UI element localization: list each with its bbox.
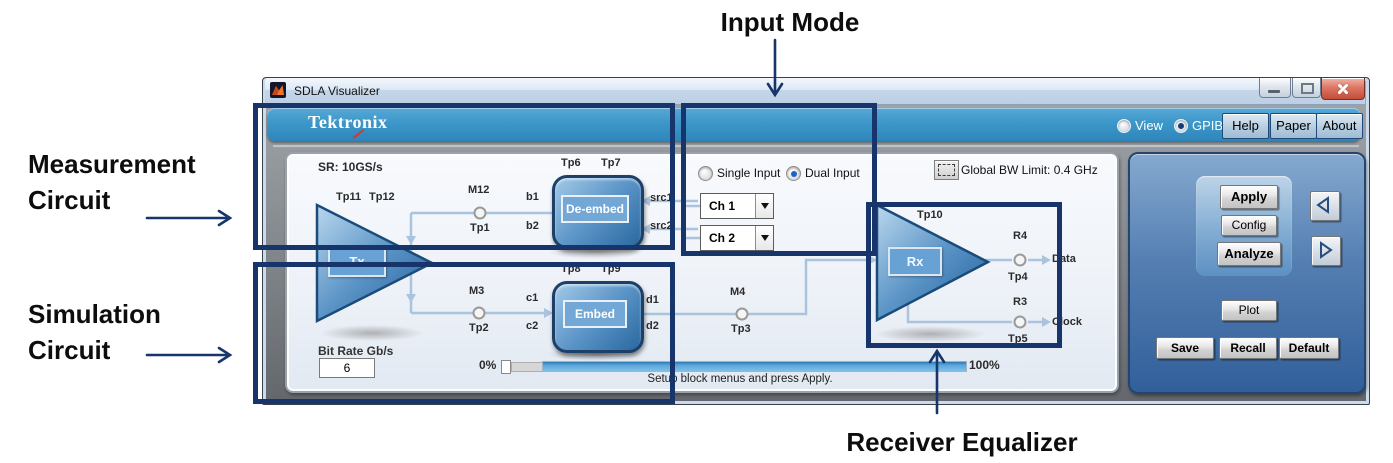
- r3-label: R3: [1013, 296, 1028, 308]
- channel1-value: Ch 1: [709, 199, 736, 213]
- b2-label: b2: [526, 220, 539, 232]
- gpib-radio-label[interactable]: GPIB: [1192, 118, 1224, 133]
- config-button[interactable]: Config: [1221, 215, 1277, 236]
- deembed-label[interactable]: De-embed: [561, 195, 629, 223]
- measurement-circuit-annotation: Measurement Circuit: [28, 149, 196, 215]
- save-button[interactable]: Save: [1156, 337, 1214, 359]
- tp10-label: Tp10: [917, 209, 943, 221]
- view-radio[interactable]: [1117, 119, 1131, 133]
- m4-label: M4: [730, 286, 746, 298]
- tp11-label: Tp11: [336, 191, 362, 203]
- clock-label: Clock: [1052, 316, 1082, 328]
- single-input-radio[interactable]: [698, 166, 713, 181]
- tp2-label: Tp2: [469, 322, 489, 334]
- dual-input-radio[interactable]: [786, 166, 801, 181]
- view-radio-label[interactable]: View: [1135, 118, 1163, 133]
- c2-label: c2: [526, 320, 539, 332]
- bit-rate-input[interactable]: [319, 358, 375, 378]
- receiver-equalizer-annotation: Receiver Equalizer: [846, 427, 1078, 457]
- tp1-label: Tp1: [470, 222, 490, 234]
- data-label: Data: [1052, 253, 1076, 265]
- d2-label: d2: [646, 320, 659, 332]
- global-bw-limit-icon[interactable]: [934, 160, 959, 180]
- progress-max-label: 100%: [969, 358, 1000, 372]
- tektronix-logo: Tektronix: [308, 112, 388, 132]
- header-divider: [273, 145, 1359, 148]
- next-button[interactable]: [1311, 236, 1341, 266]
- circuit-panel: [285, 152, 1119, 393]
- previous-button[interactable]: [1310, 191, 1340, 221]
- rx-block-label[interactable]: Rx: [888, 247, 942, 276]
- recall-button[interactable]: Recall: [1219, 337, 1277, 359]
- progress-track-empty: [511, 362, 543, 372]
- chevron-down-icon: [761, 235, 769, 241]
- c1-label: c1: [526, 292, 539, 304]
- analyze-button[interactable]: Analyze: [1217, 242, 1281, 266]
- gpib-radio[interactable]: [1174, 119, 1188, 133]
- progress-min-label: 0%: [479, 358, 497, 372]
- src1-label: src1: [650, 192, 673, 204]
- single-input-label[interactable]: Single Input: [717, 166, 781, 180]
- tp12-label: Tp12: [369, 191, 395, 203]
- plot-button[interactable]: Plot: [1221, 300, 1277, 321]
- r4-label: R4: [1013, 230, 1028, 242]
- channel2-dropdown-button[interactable]: [755, 226, 773, 250]
- window-title: SDLA Visualizer: [294, 84, 380, 98]
- minimize-button[interactable]: [1259, 78, 1291, 98]
- channel2-select[interactable]: Ch 2: [700, 225, 774, 251]
- m3-label: M3: [469, 285, 485, 297]
- triangle-right-icon: [1320, 241, 1333, 259]
- progress-bar-fill: [542, 361, 967, 372]
- bit-rate-label: Bit Rate Gb/s: [318, 344, 394, 358]
- triangle-left-icon: [1316, 196, 1329, 214]
- d1-label: d1: [646, 294, 659, 306]
- b1-label: b1: [526, 191, 539, 203]
- global-bw-limit-label: Global BW Limit: 0.4 GHz: [961, 163, 1098, 177]
- close-button[interactable]: [1321, 78, 1365, 100]
- channel1-dropdown-button[interactable]: [755, 194, 773, 218]
- progress-slider-thumb: [501, 360, 511, 374]
- minimize-icon: [1268, 90, 1280, 93]
- default-button[interactable]: Default: [1279, 337, 1339, 359]
- maximize-button[interactable]: [1292, 78, 1321, 98]
- tp4-label: Tp4: [1008, 271, 1028, 283]
- matlab-app-icon: [270, 82, 286, 98]
- tp3-label: Tp3: [731, 323, 751, 335]
- tx-block-label[interactable]: Tx: [328, 247, 386, 277]
- input-mode-annotation: Input Mode: [720, 7, 860, 37]
- paper-button[interactable]: Paper: [1270, 113, 1317, 139]
- simulation-circuit-annotation: Simulation Circuit: [28, 299, 161, 365]
- dual-input-label[interactable]: Dual Input: [805, 166, 860, 180]
- embed-label[interactable]: Embed: [563, 300, 627, 328]
- chevron-down-icon: [761, 203, 769, 209]
- src2-label: src2: [650, 220, 673, 232]
- channel1-select[interactable]: Ch 1: [700, 193, 774, 219]
- about-button[interactable]: About: [1316, 113, 1363, 139]
- tp6-label: Tp6: [561, 157, 581, 169]
- m12-label: M12: [468, 184, 490, 196]
- help-button[interactable]: Help: [1222, 113, 1269, 139]
- title-bar[interactable]: [265, 78, 1365, 105]
- maximize-icon: [1301, 83, 1314, 94]
- sample-rate-label: SR: 10GS/s: [318, 160, 383, 174]
- tp7-label: Tp7: [601, 157, 621, 169]
- tp9-label: Tp9: [601, 263, 621, 275]
- channel2-value: Ch 2: [709, 231, 736, 245]
- tp8-label: Tp8: [561, 263, 581, 275]
- tp5-label: Tp5: [1008, 333, 1028, 345]
- status-message: Setup block menus and press Apply.: [647, 373, 833, 385]
- apply-button[interactable]: Apply: [1220, 185, 1278, 209]
